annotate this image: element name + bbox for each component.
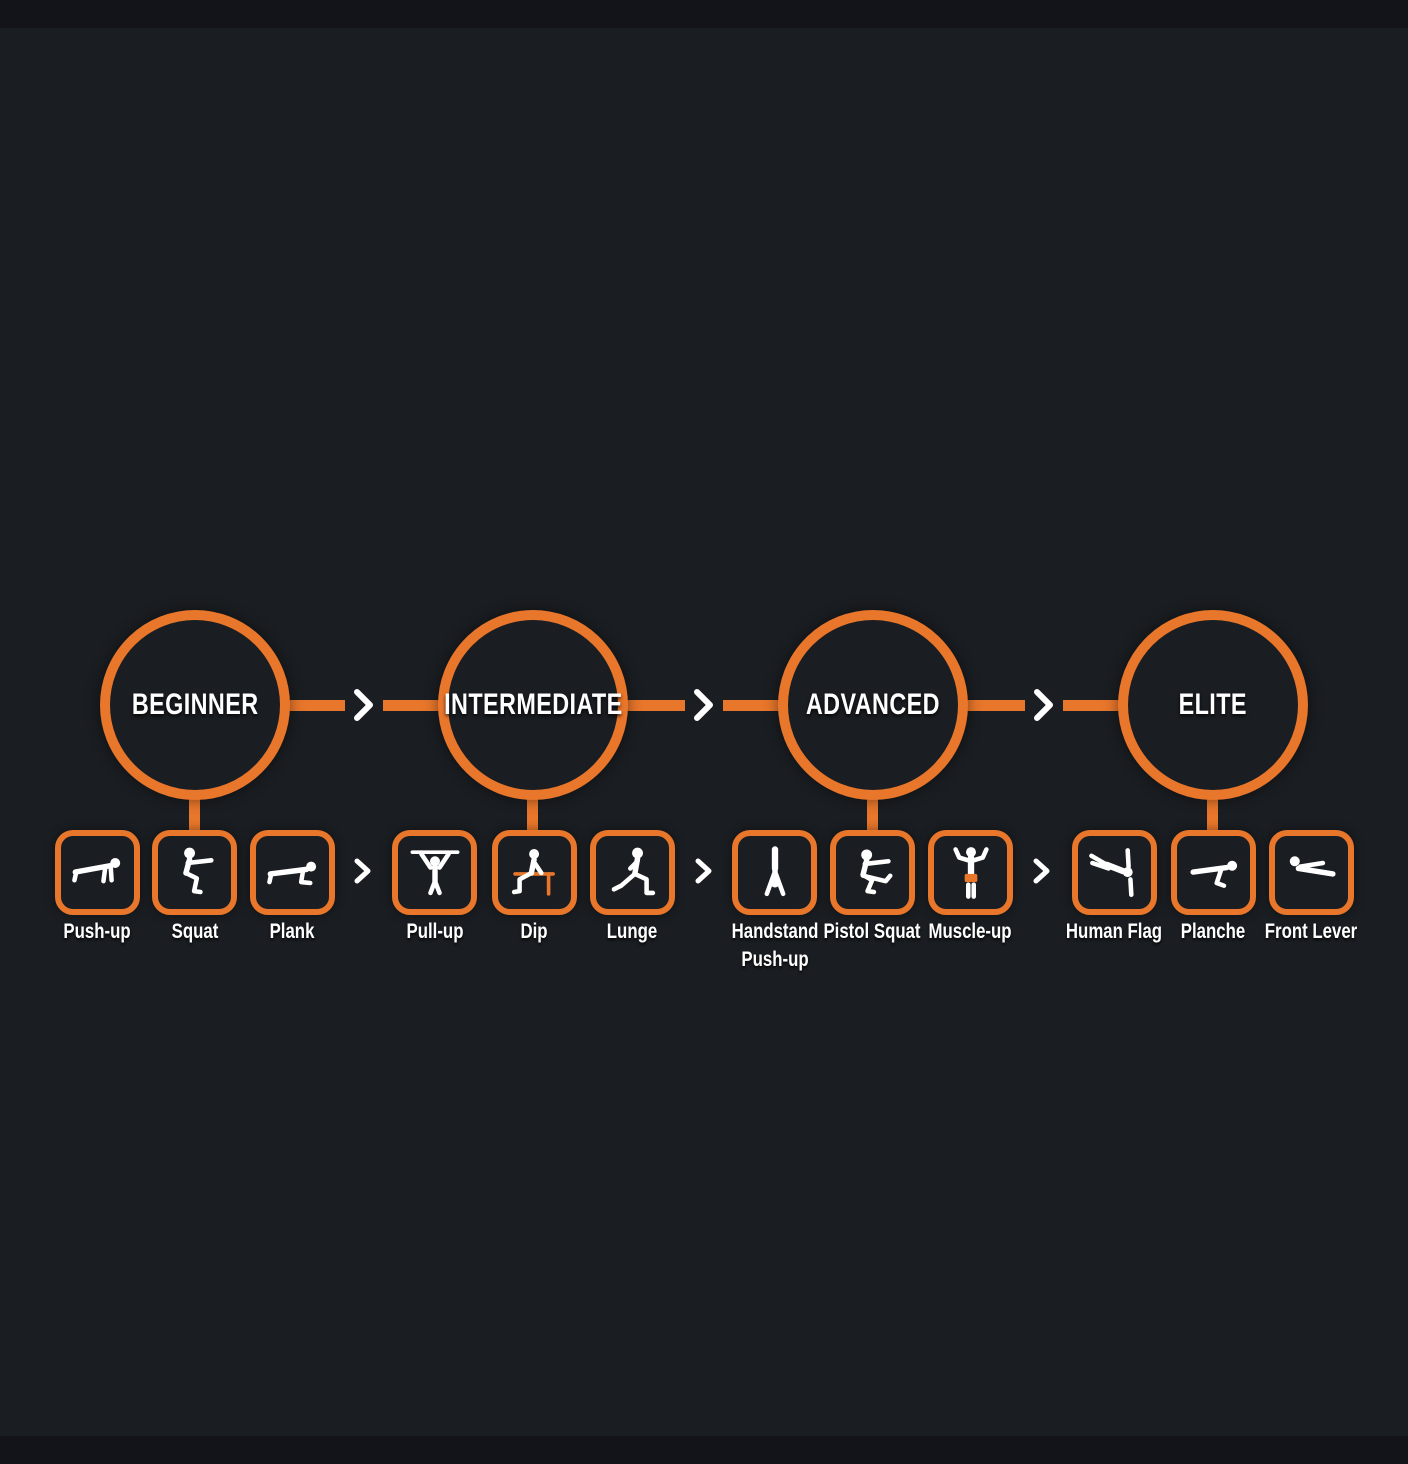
- exercise-card-front-lever: [1269, 830, 1354, 915]
- chevron-right-icon: [345, 686, 383, 724]
- exercise-card-pistol-squat: [830, 830, 915, 915]
- level-circle-elite: ELITE: [1118, 610, 1308, 800]
- dip-icon: [511, 848, 555, 896]
- lunge-icon: [611, 847, 655, 895]
- muscle-up-icon: [952, 846, 989, 899]
- exercise-label: Pistol Squat: [823, 920, 921, 943]
- exercise-label: Squat: [171, 920, 219, 943]
- level-label: ELITE: [1178, 688, 1248, 721]
- exercise-label: Lunge: [606, 920, 658, 943]
- plank-icon: [266, 861, 316, 885]
- chevron-right-icon: [1029, 856, 1055, 886]
- exercise-card-push-up: [55, 830, 140, 915]
- pistol-squat-icon: [859, 848, 892, 894]
- exercise-card-plank: [250, 830, 335, 915]
- handstand-push-up-icon: [764, 845, 785, 896]
- exercise-card-planche: [1171, 830, 1256, 915]
- exercise-label: Front Lever: [1264, 920, 1358, 943]
- circle-to-cards-stem: [527, 792, 538, 836]
- exercise-card-dip: [492, 830, 577, 915]
- circle-to-cards-stem: [867, 792, 878, 836]
- exercise-card-squat: [152, 830, 237, 915]
- level-circle-advanced: ADVANCED: [778, 610, 968, 800]
- level-label: ADVANCED: [806, 688, 941, 721]
- chevron-right-icon: [685, 686, 723, 724]
- level-circle-intermediate: INTERMEDIATE: [438, 610, 628, 800]
- chevron-right-icon: [350, 856, 376, 886]
- circle-to-cards-stem: [1207, 792, 1218, 836]
- top-edge-band: [0, 0, 1408, 28]
- exercise-card-lunge: [590, 830, 675, 915]
- human-flag-icon: [1088, 847, 1134, 897]
- squat-icon: [182, 847, 214, 894]
- exercise-label: Muscle-up: [928, 920, 1012, 943]
- exercise-card-human-flag: [1072, 830, 1157, 915]
- front-lever-icon: [1289, 855, 1336, 877]
- exercise-card-handstand-push-up: [732, 830, 817, 915]
- level-label: INTERMEDIATE: [443, 688, 623, 721]
- planche-icon: [1189, 860, 1237, 888]
- exercise-label: Dip: [520, 920, 548, 943]
- exercise-label: Planche: [1180, 920, 1246, 943]
- exercise-label: Pull-up: [406, 920, 464, 943]
- exercise-label: Human Flag: [1065, 920, 1163, 943]
- push-up-icon: [71, 857, 120, 883]
- exercise-label: Plank: [269, 920, 315, 943]
- level-label: BEGINNER: [131, 688, 259, 721]
- chevron-right-icon: [1025, 686, 1063, 724]
- exercise-label: Handstand Push-up: [731, 920, 819, 972]
- level-circle-beginner: BEGINNER: [100, 610, 290, 800]
- chevron-right-icon: [691, 856, 717, 886]
- exercise-card-muscle-up: [928, 830, 1013, 915]
- exercise-label: Push-up: [63, 920, 131, 943]
- circle-to-cards-stem: [189, 792, 200, 836]
- bottom-edge-band: [0, 1436, 1408, 1464]
- exercise-card-pull-up: [392, 830, 477, 915]
- pull-up-icon: [410, 849, 459, 895]
